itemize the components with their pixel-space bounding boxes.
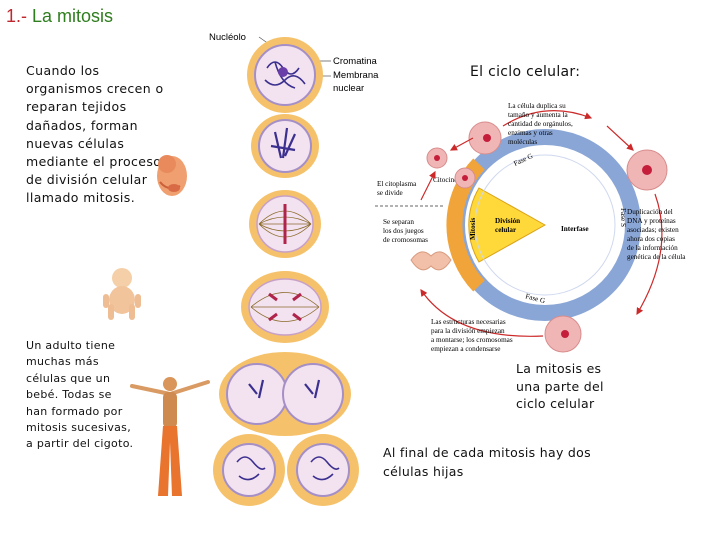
division-label-2: celular bbox=[495, 226, 517, 234]
svg-text:La célula duplica su: La célula duplica su bbox=[508, 102, 566, 110]
stage-metaphase bbox=[249, 190, 321, 258]
stage-daughter-cells bbox=[213, 434, 359, 506]
fase-s-label: Fase S bbox=[619, 208, 627, 227]
citoplasma-text: El citoplasma se divide bbox=[377, 180, 417, 197]
duplica-text: La célula duplica su tamaño y aumenta la… bbox=[508, 102, 573, 146]
fetus-image bbox=[157, 155, 187, 196]
stage-prophase bbox=[251, 114, 319, 178]
final-text: Al final de cada mitosis hay dos células… bbox=[383, 445, 591, 479]
fase-g-top-label: Fase G bbox=[512, 152, 534, 168]
svg-text:empiezan a condensarse: empiezan a condensarse bbox=[431, 345, 500, 353]
title-text: La mitosis bbox=[32, 6, 114, 26]
intro-text: Cuando los organismos crecen o reparan t… bbox=[26, 63, 164, 206]
mitosis-part-text: La mitosis es una parte del ciclo celula… bbox=[516, 361, 604, 411]
citocinesis-label: Citocinesis bbox=[433, 176, 465, 184]
svg-text:los dos juegos: los dos juegos bbox=[383, 227, 424, 235]
svg-text:tamaño y aumenta la: tamaño y aumenta la bbox=[508, 111, 568, 119]
svg-text:asociadas; existen: asociadas; existen bbox=[627, 226, 679, 234]
estructuras-text: Las estructuras necesarias para la divis… bbox=[431, 318, 513, 353]
svg-text:cantidad de orgánulos,: cantidad de orgánulos, bbox=[508, 120, 573, 128]
interfase-label: Interfase bbox=[561, 225, 589, 233]
svg-text:de cromosomas: de cromosomas bbox=[383, 236, 428, 244]
svg-text:de la información: de la información bbox=[627, 244, 678, 252]
adult-image bbox=[130, 377, 210, 496]
cycle-cell-right bbox=[626, 149, 668, 191]
cycle-cell-small-2 bbox=[454, 167, 476, 189]
cycle-title: El ciclo celular: bbox=[470, 64, 581, 80]
svg-text:se divide: se divide bbox=[377, 189, 403, 197]
svg-text:genética de la célula: genética de la célula bbox=[627, 253, 686, 261]
nucleolo-label: Nucléolo bbox=[209, 32, 246, 43]
stage-telophase bbox=[219, 352, 351, 436]
cycle-cell-small-1 bbox=[426, 147, 448, 169]
baby-image bbox=[103, 268, 141, 320]
svg-text:DNA y proteínas: DNA y proteínas bbox=[627, 217, 676, 225]
svg-text:ahora dos copias: ahora dos copias bbox=[627, 235, 675, 243]
svg-text:moléculas: moléculas bbox=[508, 138, 537, 146]
membrana-label: Membrana bbox=[333, 70, 379, 81]
svg-text:Las estructuras necesarias: Las estructuras necesarias bbox=[431, 318, 506, 326]
svg-text:El citoplasma: El citoplasma bbox=[377, 180, 417, 188]
adult-text: Un adulto tiene muchas más células que u… bbox=[26, 339, 134, 451]
svg-text:a montarse; los cromosomas: a montarse; los cromosomas bbox=[431, 336, 513, 344]
nuclear-label: nuclear bbox=[333, 83, 364, 94]
page-title: 1.- La mitosis bbox=[6, 6, 113, 27]
stage-anaphase bbox=[241, 271, 329, 343]
title-number: 1.- bbox=[6, 6, 28, 26]
separan-text: Se separan los dos juegos de cromosomas bbox=[383, 218, 428, 244]
svg-text:para la división empiezan: para la división empiezan bbox=[431, 327, 505, 335]
svg-text:Se separan: Se separan bbox=[383, 218, 414, 226]
division-wedge bbox=[468, 187, 547, 263]
cycle-cell-bottom bbox=[544, 315, 582, 353]
cromatina-label: Cromatina bbox=[333, 56, 378, 67]
duplicacion-text: Duplicación del DNA y proteínas asociada… bbox=[627, 208, 686, 261]
cell-cycle-diagram: División celular Interfase Mitosis Fase … bbox=[375, 102, 686, 353]
svg-text:Duplicación del: Duplicación del bbox=[627, 208, 673, 216]
division-label-1: División bbox=[495, 217, 520, 225]
stage-interphase bbox=[247, 37, 323, 113]
mitosis-label: Mitosis bbox=[469, 217, 477, 240]
cycle-cell-dividing bbox=[410, 251, 452, 271]
cycle-cell-top bbox=[468, 121, 502, 155]
svg-text:enzimas y otras: enzimas y otras bbox=[508, 129, 553, 137]
mitosis-stages: Nucléolo Cromatina Membrana nuclear bbox=[209, 32, 379, 506]
